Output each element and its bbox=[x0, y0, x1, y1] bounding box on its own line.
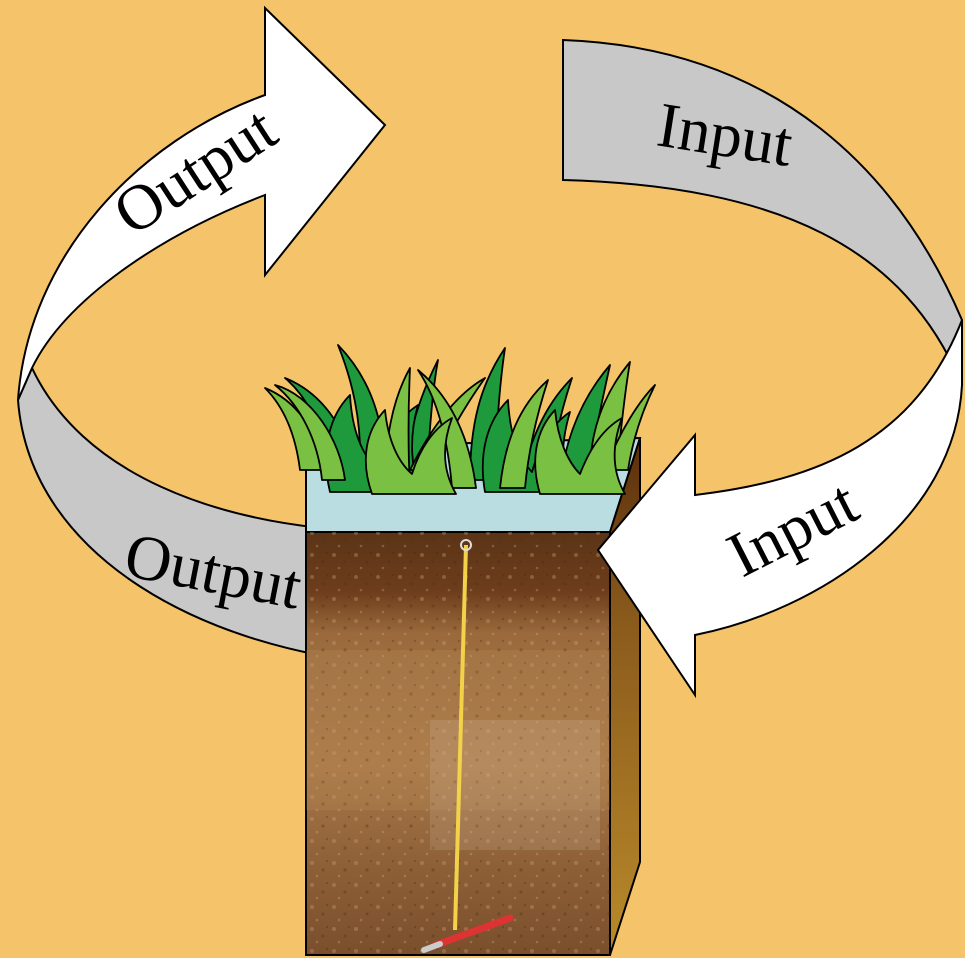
soil-profile-icon bbox=[306, 438, 640, 955]
input-top-band bbox=[563, 40, 962, 385]
grass-icon bbox=[265, 345, 655, 494]
